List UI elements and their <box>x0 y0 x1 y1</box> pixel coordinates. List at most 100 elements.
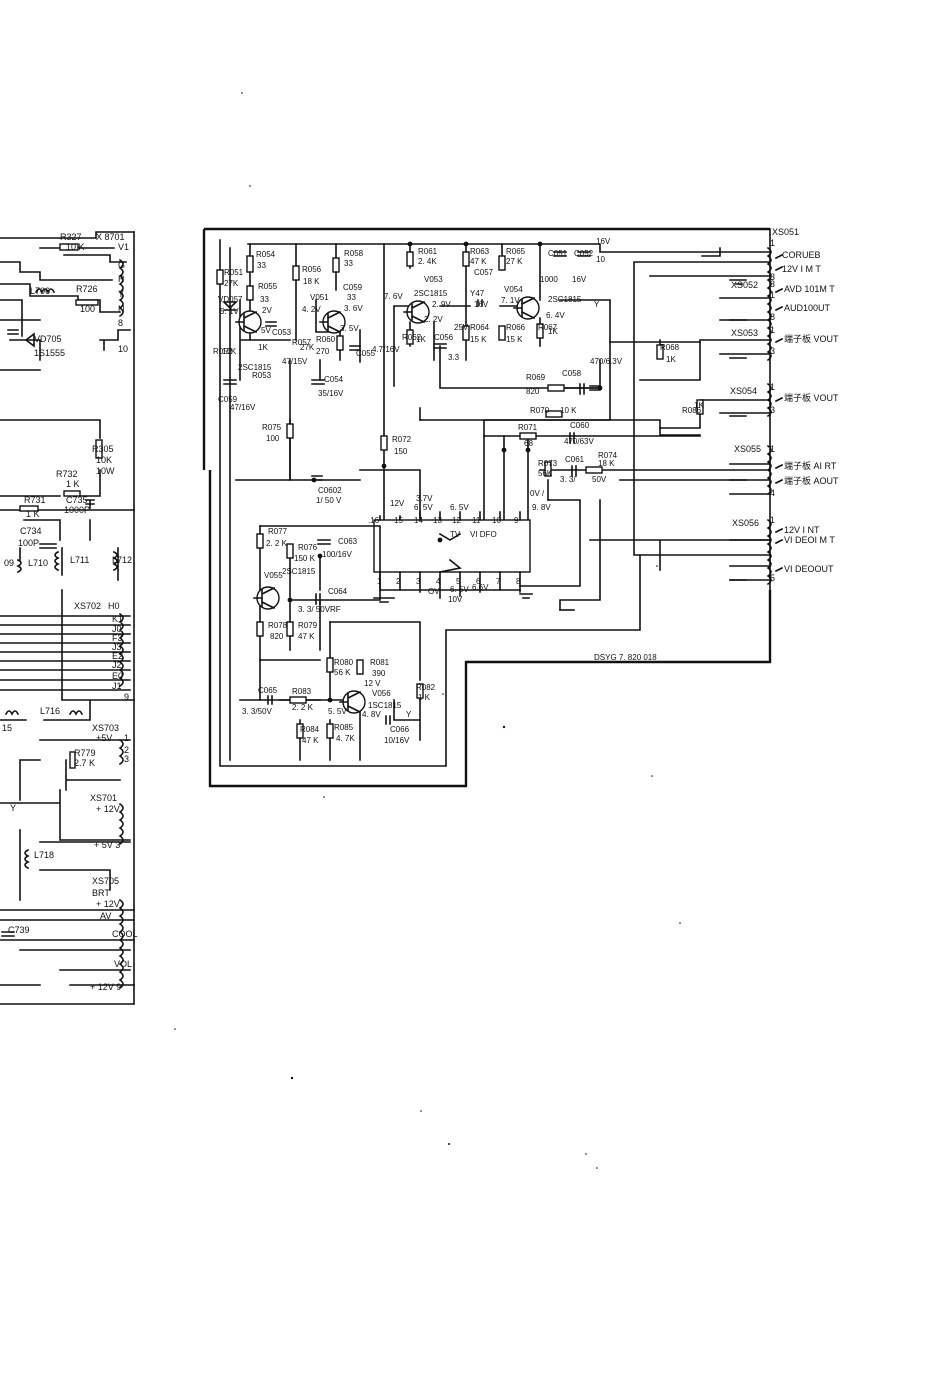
component-label-v51: 5. 1V <box>220 307 239 316</box>
component-label-p4: 4 <box>436 577 441 586</box>
component-label-r069v: 820 <box>526 387 540 396</box>
component-label-c052v: 16V <box>572 275 587 284</box>
component-label-r064: R064 <box>470 323 490 332</box>
component-label-r055v: 33 <box>260 295 269 304</box>
component-label-c066: C066 <box>390 725 410 734</box>
component-label-c066v: 10/16V <box>384 736 410 745</box>
component-label-p7: 7 <box>496 577 501 586</box>
left-label-r779v: 2.7 K <box>74 758 95 768</box>
connector-label-int: 12V I NT <box>784 525 820 535</box>
component-label-r071: R071 <box>518 423 538 432</box>
component-label-r054: R054 <box>256 250 276 259</box>
connector-label-c1f: 1 <box>770 515 775 525</box>
left-label-c734v: 100P <box>18 538 39 548</box>
component-label-v64: 6. 4V <box>546 311 565 320</box>
component-label-r086: R086 <box>682 406 702 415</box>
left-label-r731v: 1 K <box>26 509 40 519</box>
connector-label-xs055: XS055 <box>734 444 761 454</box>
connector-label-c5: 5 <box>770 573 775 583</box>
left-label-l712: L712 <box>112 555 132 565</box>
connector-label-xs051: XS051 <box>772 227 799 237</box>
component-label-c054v: 35/16V <box>318 389 344 398</box>
left-label-yl: Y <box>10 803 16 813</box>
left-label-r305w: 10W <box>96 466 115 476</box>
component-label-c056: C056 <box>434 333 454 342</box>
component-label-v35: 3. 5V <box>340 324 359 333</box>
component-label-dsyg: DSYG 7. 820 018 <box>594 653 657 662</box>
scan-specks <box>174 92 681 1169</box>
left-label-r732: R732 <box>56 469 78 479</box>
component-label-p9: 9 <box>514 516 519 525</box>
component-label-r075: R075 <box>262 423 282 432</box>
component-label-r084v: 47 K <box>302 736 319 745</box>
component-label-v98: 9. 8V <box>532 503 551 512</box>
component-label-r056: R056 <box>302 265 322 274</box>
left-label-plus12: + 12V <box>96 804 120 814</box>
connector-label-aout: 端子板 AOUT <box>784 475 839 486</box>
component-label-p8: 8 <box>516 577 521 586</box>
component-label-v2sc3: 2SC1815 <box>548 295 582 304</box>
connector-label-xs056: XS056 <box>732 518 759 528</box>
component-label-c059b: C059 <box>218 395 238 404</box>
component-label-c061: C061 <box>565 455 585 464</box>
component-label-r076: R076 <box>298 543 318 552</box>
connector-label-c1: 1 <box>770 238 775 248</box>
component-label-r051: R051 <box>224 268 244 277</box>
component-label-r077v: 2. 2 K <box>266 539 288 548</box>
component-label-c059bv: 47/16V <box>230 403 256 412</box>
component-label-ov: OV <box>428 587 440 596</box>
component-label-v22: 2. 2V <box>424 315 443 324</box>
left-label-r327: R327 <box>60 232 82 242</box>
left-label-i15: 15 <box>2 723 12 733</box>
component-label-r066: R066 <box>506 323 526 332</box>
component-label-v054: V054 <box>504 285 523 294</box>
component-label-r075v: 100 <box>266 434 280 443</box>
component-label-r053: R053 <box>252 371 272 380</box>
connector-label-c1d: 1 <box>770 382 775 392</box>
left-label-vd705: VD705 <box>34 334 62 344</box>
component-label-p15: 15 <box>394 516 403 525</box>
connector-label-xs053: XS053 <box>731 328 758 338</box>
connector-label-xs054: XS054 <box>730 386 757 396</box>
left-label-xs702: XS702 <box>74 601 101 611</box>
component-label-c059v: 33 <box>347 293 356 302</box>
component-label-v48: 4. 8V <box>362 710 381 719</box>
component-label-r086v: 1K <box>694 401 704 410</box>
component-label-c051v: 1000 <box>540 275 558 284</box>
component-label-r078: R078 <box>268 621 288 630</box>
component-label-v55: 5. 5V <box>328 707 347 716</box>
component-label-r076v: 150 K <box>294 554 316 563</box>
component-label-p6: 6 <box>476 577 481 586</box>
component-label-v056: V056 <box>372 689 391 698</box>
component-label-p14: 14 <box>414 516 423 525</box>
component-label-c055: C055 <box>356 349 376 358</box>
left-label-c735v: 1000P <box>64 505 90 515</box>
left-label-v1: V1 <box>118 242 129 252</box>
component-label-r068v: 1K <box>666 355 676 364</box>
left-label-g: G <box>118 260 125 270</box>
component-label-c50v: 50V <box>592 475 607 484</box>
component-label-v65b: 6. 5V <box>450 503 469 512</box>
component-label-r078v: 820 <box>270 632 284 641</box>
left-label-is1555: 1S1555 <box>34 348 65 358</box>
component-label-r085: R085 <box>334 723 354 732</box>
component-label-v2sc5: 1SC1815 <box>368 701 402 710</box>
connector-label-ivimt: 12V I M T <box>782 264 821 274</box>
component-label-r070v: 10 K <box>560 406 577 415</box>
component-label-c063: C063 <box>338 537 358 546</box>
component-label-p10: 10 <box>492 516 501 525</box>
left-label-r726v: 100 <box>80 304 95 314</box>
left-label-j0: J0 <box>112 624 122 634</box>
component-label-c055v: 4.7/16V <box>372 345 400 354</box>
left-label-j1: J1 <box>112 681 122 691</box>
component-label-r056v: 18 K <box>303 277 320 286</box>
left-label-one: 1 <box>124 733 129 743</box>
component-label-c065v: 3. 3/50V <box>242 707 272 716</box>
component-label-r062v: 1K <box>416 335 426 344</box>
component-label-r058: R058 <box>344 249 364 258</box>
left-label-y: Y <box>118 289 124 299</box>
component-label-p2: 2 <box>396 577 401 586</box>
component-label-r057v: 27K <box>300 343 315 352</box>
component-label-c053: C053 <box>272 328 292 337</box>
